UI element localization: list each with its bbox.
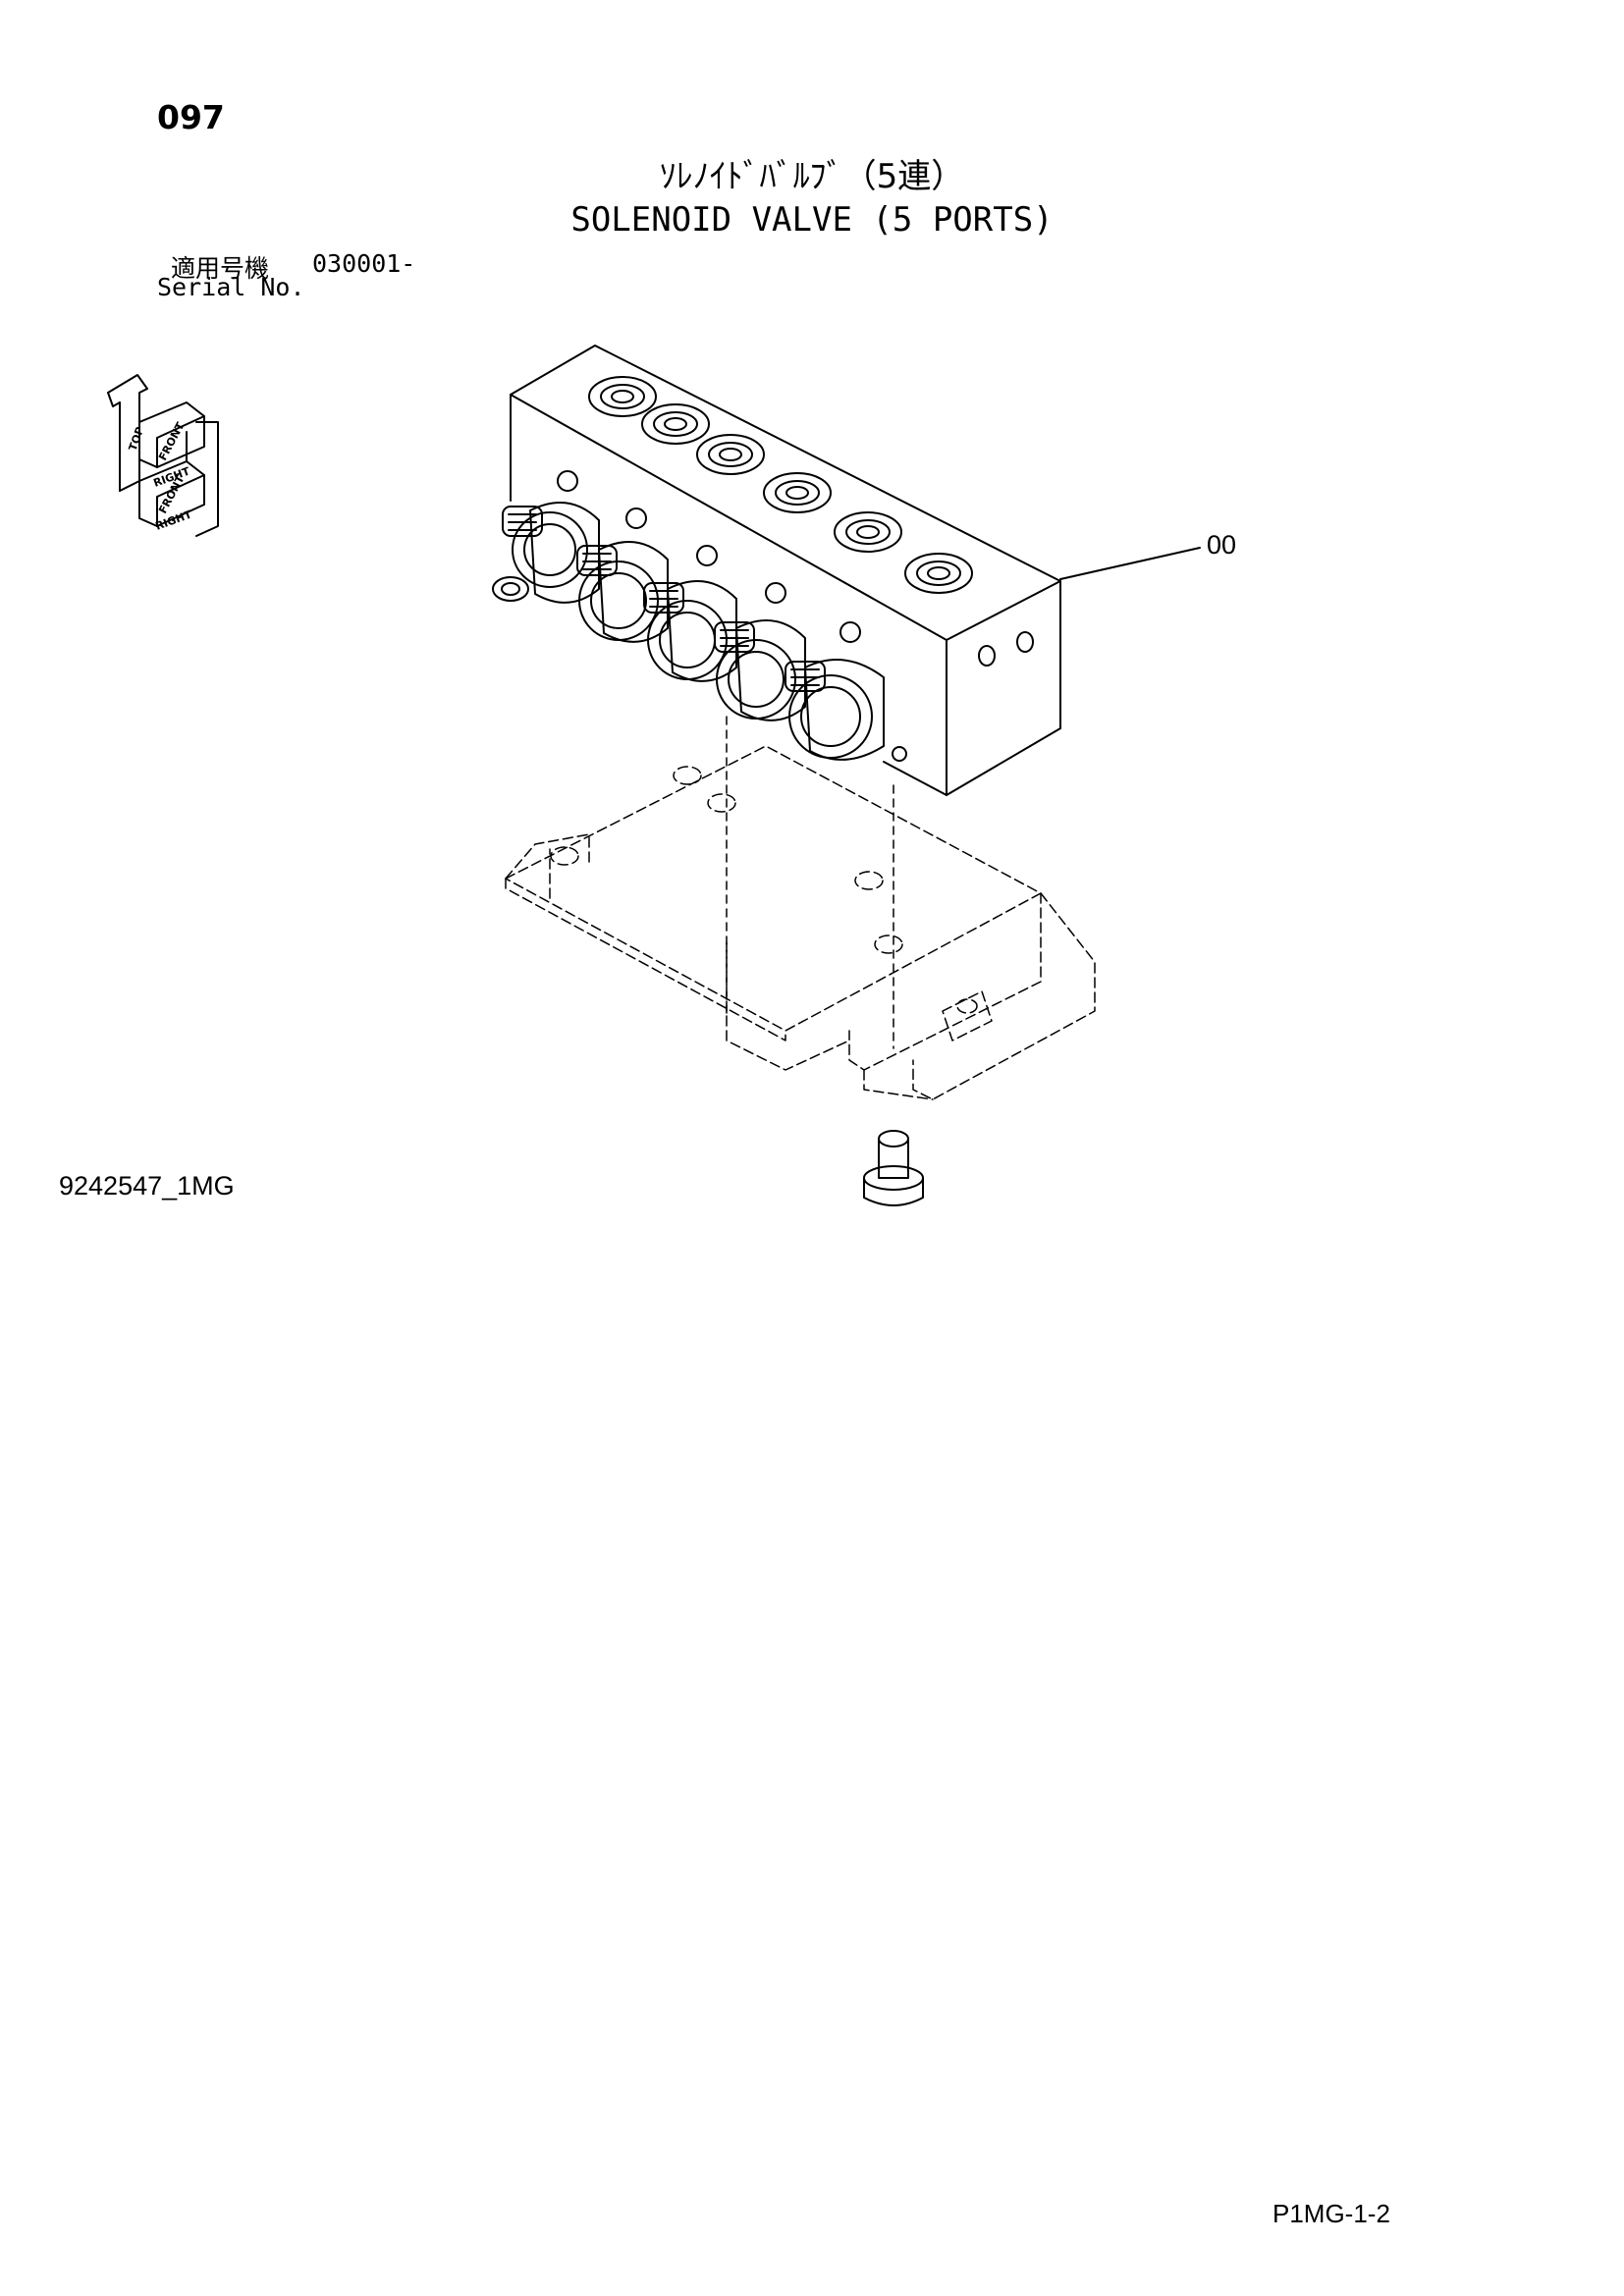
page-number: 097 bbox=[157, 98, 225, 136]
solenoid-coils bbox=[492, 470, 907, 762]
solenoid-4 bbox=[714, 582, 806, 721]
callout-label: 00 bbox=[1207, 530, 1237, 560]
page-reference: P1MG-1-2 bbox=[1272, 2199, 1390, 2228]
manifold-ports bbox=[588, 376, 973, 594]
drawing-id: 9242547_1MG bbox=[59, 1171, 235, 1201]
mounting-bracket bbox=[505, 745, 1096, 1100]
orientation-label-top: TOP bbox=[127, 425, 147, 453]
mounting-bolt bbox=[863, 1130, 924, 1206]
title-english: SOLENOID VALVE (5 PORTS) bbox=[570, 200, 1054, 240]
title-japanese: ｿﾚﾉｲﾄﾞﾊﾞﾙﾌﾞ（5連） bbox=[659, 157, 965, 196]
orientation-indicator-icon: TOP FRONT RIGHT FRONT RIGHT bbox=[107, 374, 219, 537]
serial-label-english: Serial No. bbox=[157, 273, 305, 301]
alignment-lines bbox=[726, 716, 894, 1049]
serial-label-japanese: 適用号機 bbox=[171, 254, 270, 283]
solenoid-5 bbox=[785, 621, 907, 762]
callout-leader-line bbox=[1059, 547, 1201, 580]
solenoid-3 bbox=[643, 545, 737, 682]
valve-manifold-block bbox=[510, 345, 1061, 796]
solenoid-2 bbox=[576, 507, 669, 643]
serial-number-value: 030001- bbox=[312, 249, 416, 278]
